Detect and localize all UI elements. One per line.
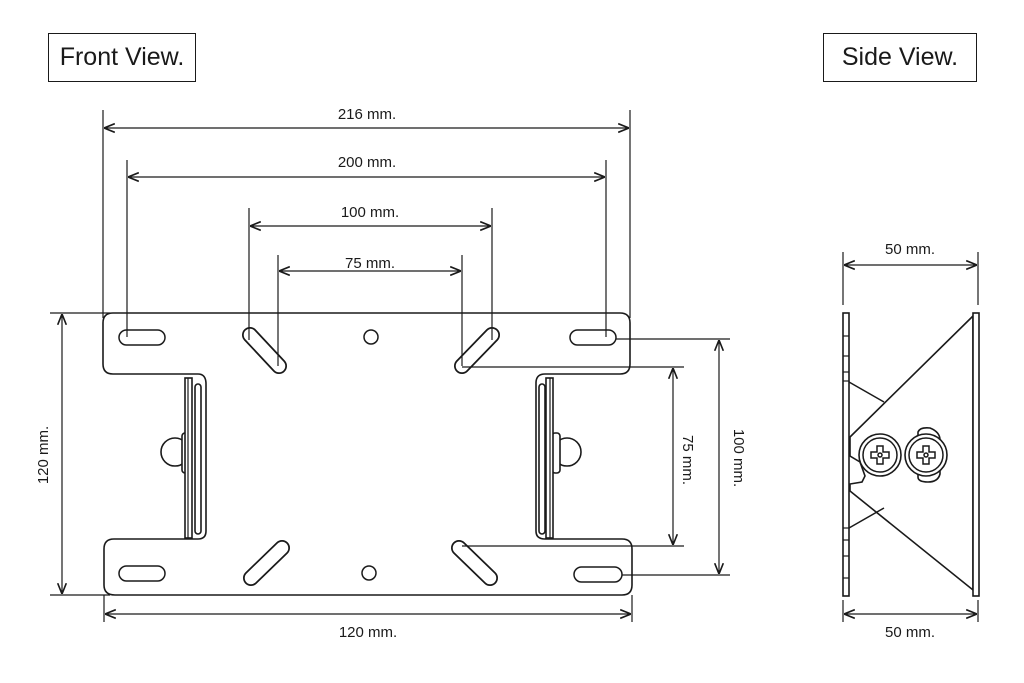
dim-100-h: 100 mm.	[341, 204, 399, 221]
front-view-title: Front View.	[48, 33, 196, 82]
slot-top-right	[569, 329, 617, 346]
dim-75-v: 75 mm.	[679, 435, 696, 485]
left-rail	[160, 377, 202, 539]
diagonal-slots	[242, 327, 500, 586]
screw-icon	[858, 433, 902, 477]
slot-top-left	[118, 329, 166, 346]
wall-plate	[842, 312, 850, 597]
center-hole-bottom	[361, 565, 377, 581]
dim-200: 200 mm.	[338, 154, 396, 171]
dim-216: 216 mm.	[338, 106, 396, 123]
dim-120-bottom: 120 mm.	[339, 624, 397, 641]
side-view-title: Side View.	[823, 33, 977, 82]
dim-100-v: 100 mm.	[730, 429, 747, 487]
right-rail	[538, 377, 582, 539]
dim-75-h: 75 mm.	[345, 255, 395, 272]
extension-lines	[50, 110, 979, 622]
dim-50-top: 50 mm.	[885, 241, 935, 258]
front-plate	[102, 312, 633, 596]
dimension-lines	[62, 128, 977, 614]
dim-50-bottom: 50 mm.	[885, 624, 935, 641]
screw-icon	[904, 433, 948, 477]
dim-120-v: 120 mm.	[35, 426, 52, 484]
tv-plate	[972, 312, 980, 597]
center-hole-top	[363, 329, 379, 345]
side-bracket	[842, 312, 980, 597]
slot-bottom-left	[118, 565, 166, 582]
